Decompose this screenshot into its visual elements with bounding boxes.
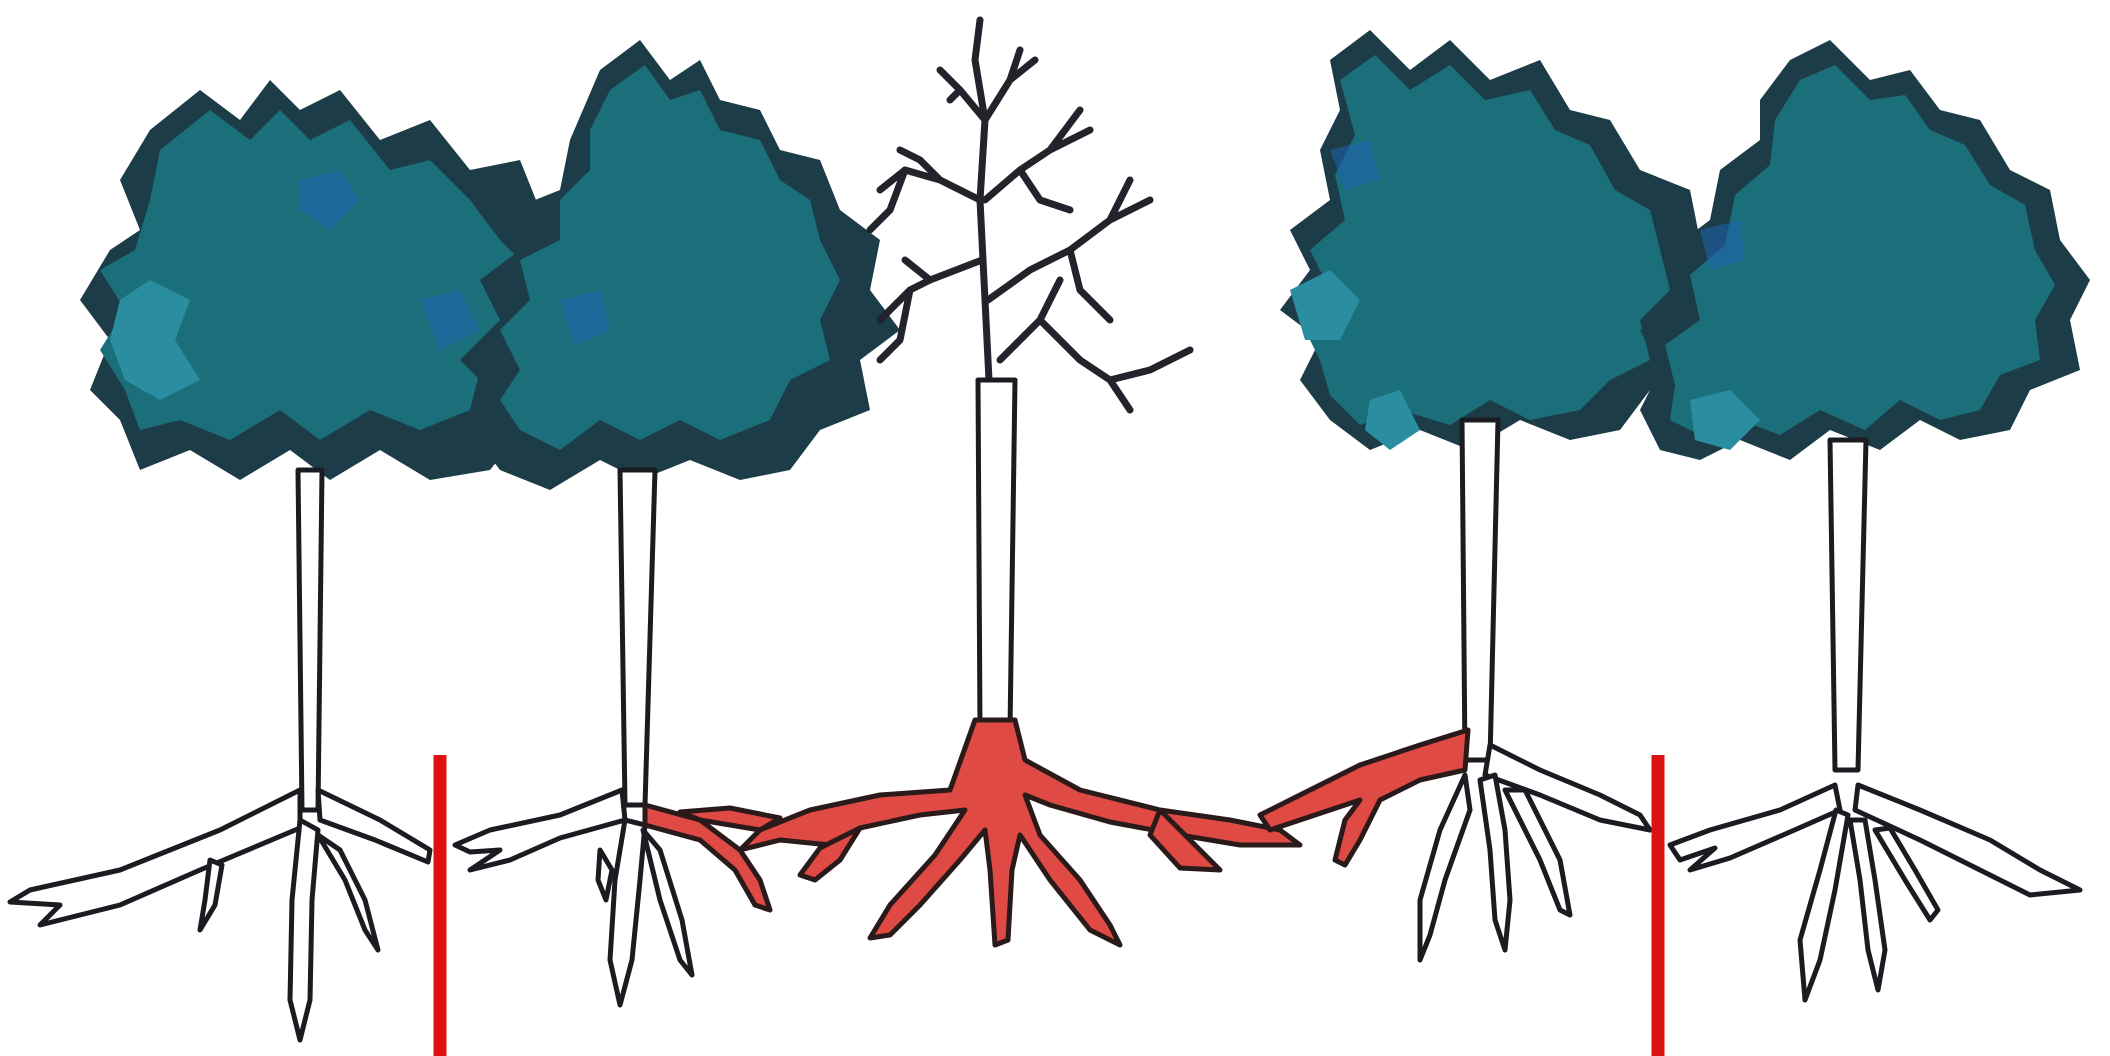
tree-4-trunk [1462, 420, 1498, 760]
tree-3-infected-roots [680, 720, 1300, 945]
tree-5-crown [1640, 40, 2090, 460]
tree-5-roots [1670, 785, 2080, 1000]
tree-1-trunk [298, 470, 322, 810]
tree-1-roots [10, 790, 430, 1040]
tree-2-trunk [620, 470, 655, 805]
tree-3-branches [870, 20, 1190, 410]
tree-2-crown [460, 40, 900, 490]
tree-4-roots [1420, 745, 1650, 960]
tree-3-trunk [978, 380, 1015, 730]
tree-4-living [1260, 30, 1720, 960]
tree-5-living [1640, 40, 2090, 1000]
tree-5-trunk [1830, 440, 1866, 770]
